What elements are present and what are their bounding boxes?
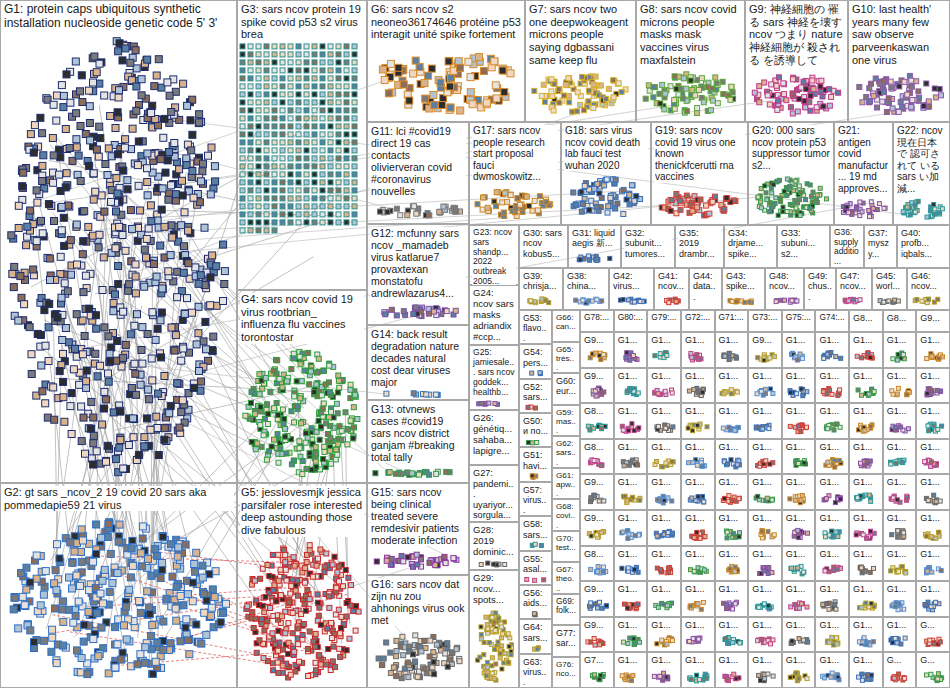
graph-canvas: G1: protein caps ubiquitous synthetic in… [0,0,950,688]
